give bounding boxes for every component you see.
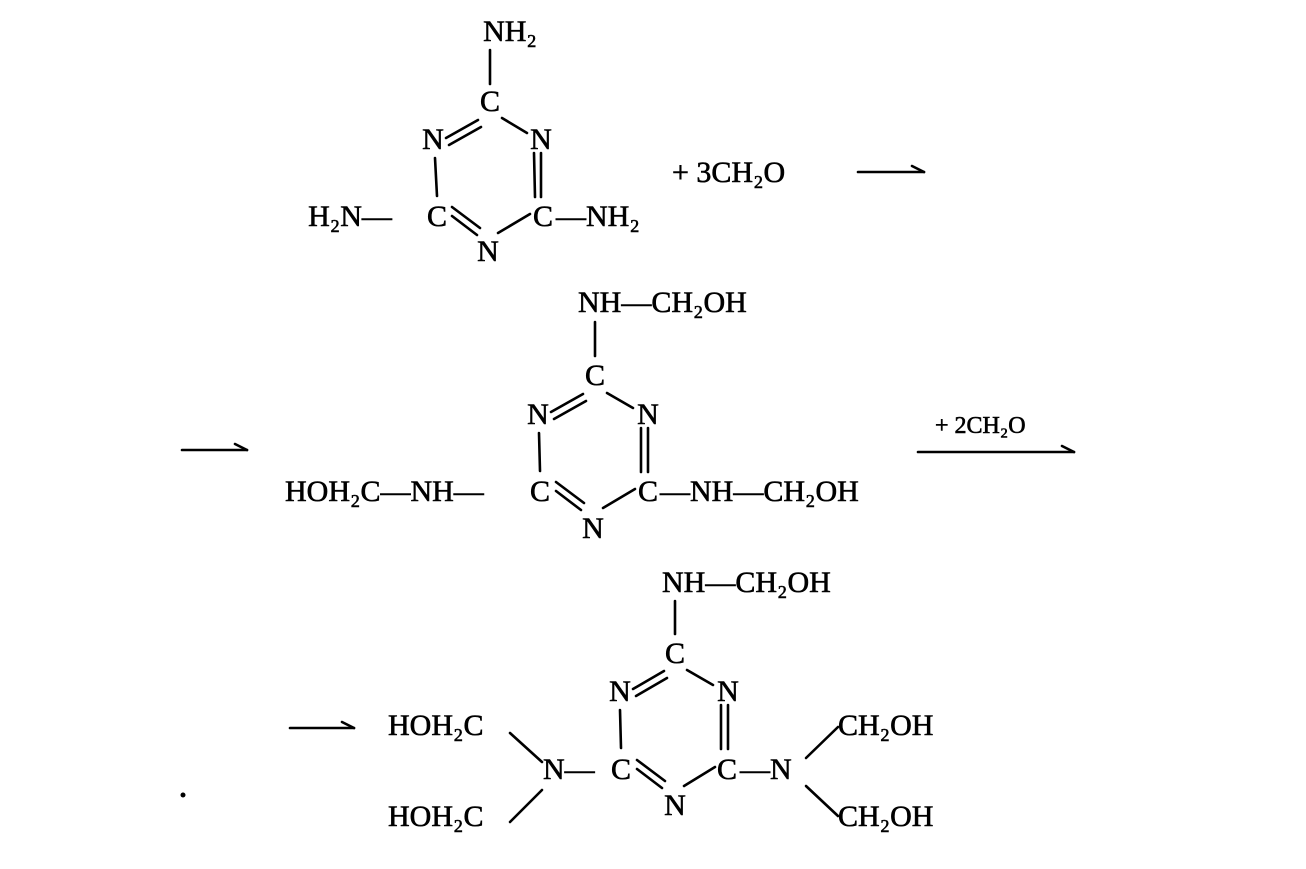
atom-label: N [422,123,444,156]
double-bond [635,767,664,790]
melamine-structure: NH₂ C N N H₂N— C C —NH₂ N [308,15,640,269]
bond [601,487,637,510]
bond [496,212,532,235]
bond [508,731,544,764]
bond [500,116,529,135]
atom-label: C [611,753,631,786]
double-bond [634,676,669,698]
bond [804,725,840,760]
atom-label: C [533,200,553,233]
bond [605,391,635,410]
atom-label: —NH₂ [555,200,640,233]
reagent-formaldehyde-3: + 3CH₂O [672,156,785,189]
atom-label: NH—CH₂OH [662,566,831,599]
arrow-head [233,442,249,452]
atom-label: C [638,475,658,508]
atom-label: HOH₂C [388,800,483,833]
double-bond [447,125,483,147]
atom-label: C [427,200,447,233]
atom-label: CH₂OH [838,709,933,742]
atom-label: N [530,123,552,156]
atom-label: —NH—CH₂OH [659,475,859,508]
double-bond [549,392,585,414]
bond [804,784,840,818]
atom-label: HOH₂C—NH— [285,475,485,508]
double-bond [631,669,666,691]
speck [180,792,186,798]
trimethylolmelamine-structure: NH—CH₂OH C N N HOH₂C—NH— C C —NH—CH₂OH N [285,286,859,546]
atom-label: NH—CH₂OH [578,286,747,319]
pentamethylolmelamine-structure: NH—CH₂OH C N N HOH₂C HOH₂C N— C C —N CH₂… [388,566,934,834]
reagent-formaldehyde-2: + 2CH₂O [935,413,1026,439]
atom-label: N [637,398,659,431]
atom-label: H₂N— [308,200,393,233]
double-bond [450,214,479,237]
arrow-head [340,720,356,730]
double-bond [552,399,588,421]
bond [508,788,544,824]
bond [537,431,542,473]
atom-label: C [530,475,550,508]
atom-label: N [582,512,604,545]
atom-label: NH₂ [483,15,537,48]
bond [433,156,439,198]
atom-label: N [717,675,739,708]
atom-label: CH₂OH [838,800,933,833]
atom-label: C [585,359,605,392]
double-bond [532,151,537,199]
atom-label: N [609,675,631,708]
double-bond [450,205,482,230]
atom-label: N— [543,753,596,786]
atom-label: N [527,398,549,431]
arrow-head [1060,444,1076,454]
bond [618,708,623,750]
atom-label: N [664,789,686,822]
double-bond [554,480,586,505]
atom-label: N [477,235,499,268]
bond [685,668,715,687]
atom-label: —N [739,753,792,786]
double-bond [444,118,480,140]
bond [682,765,717,788]
atom-label: C [480,85,500,118]
arrow-head [910,164,926,174]
double-bond [554,489,583,512]
atom-label: C [717,753,737,786]
atom-label: C [665,637,685,670]
double-bond [635,758,667,783]
atom-label: HOH₂C [388,709,483,742]
